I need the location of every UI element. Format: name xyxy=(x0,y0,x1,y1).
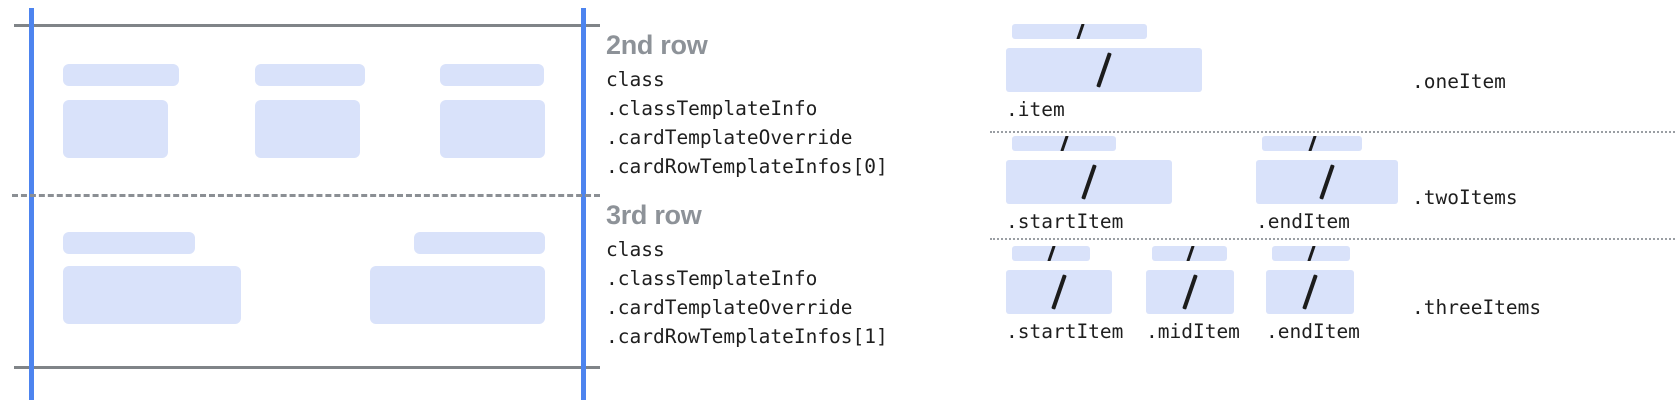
card-top-boundary-rule xyxy=(14,24,600,27)
item-label: .startItem xyxy=(1006,320,1124,343)
row3-col1-body-placeholder xyxy=(63,266,241,324)
row3-col1-title-placeholder xyxy=(63,232,195,254)
slash-icon xyxy=(1185,246,1195,261)
item-body-placeholder xyxy=(1256,160,1398,204)
row-divider-dashed xyxy=(12,194,600,197)
item-body-placeholder xyxy=(1146,270,1234,314)
item-body-placeholder xyxy=(1006,160,1172,204)
slash-icon xyxy=(1182,274,1198,310)
item-body-placeholder xyxy=(1006,270,1112,314)
item-column: .startItem xyxy=(1006,136,1172,234)
item-column: .endItem xyxy=(1256,136,1398,234)
annotation-heading: 2nd row xyxy=(606,30,708,60)
slash-icon xyxy=(1051,274,1067,310)
variant-separator-dotted xyxy=(990,131,1676,133)
card-left-guide-line xyxy=(29,8,34,400)
slash-icon xyxy=(1047,246,1056,261)
item-title-placeholder xyxy=(1262,136,1362,151)
row2-col1-body-placeholder xyxy=(63,100,168,158)
variant-three-items: .startItem .midItem .endItem .threeItems xyxy=(988,246,1676,358)
slash-icon xyxy=(1307,246,1316,261)
slash-icon xyxy=(1096,52,1112,88)
item-body-placeholder xyxy=(1006,48,1202,92)
annotation-code-line: .classTemplateInfo xyxy=(606,97,818,120)
row2-col2-body-placeholder xyxy=(255,100,360,158)
annotation-code-line: .cardRowTemplateInfos[0] xyxy=(606,155,888,178)
slash-icon xyxy=(1308,136,1317,151)
card-rows-diagram xyxy=(0,0,600,412)
annotation-code-line: .cardRowTemplateInfos[1] xyxy=(606,325,888,348)
item-column: .midItem xyxy=(1146,246,1240,344)
item-column: .item xyxy=(1006,24,1202,122)
row2-col3-body-placeholder xyxy=(440,100,545,158)
item-column: .endItem xyxy=(1266,246,1360,344)
item-label: .item xyxy=(1006,98,1065,121)
annotation-group-2nd-row: 2nd row class .classTemplateInfo .cardTe… xyxy=(606,28,888,181)
row2-col2-title-placeholder xyxy=(255,64,365,86)
row2-col1-title-placeholder xyxy=(63,64,179,86)
item-label: .startItem xyxy=(1006,210,1124,233)
variant-label: .threeItems xyxy=(1412,296,1542,319)
annotation-group-3rd-row: 3rd row class .classTemplateInfo .cardTe… xyxy=(606,198,888,351)
item-title-placeholder xyxy=(1012,136,1116,151)
annotation-code-line: class xyxy=(606,238,665,261)
annotation-code-line: .cardTemplateOverride xyxy=(606,296,853,319)
card-right-guide-line xyxy=(581,8,586,400)
card-bottom-boundary-rule xyxy=(14,366,600,369)
variant-label: .oneItem xyxy=(1412,70,1506,93)
annotation-code-line: .classTemplateInfo xyxy=(606,267,818,290)
item-title-placeholder xyxy=(1012,246,1090,261)
slash-icon xyxy=(1302,274,1318,310)
slash-icon xyxy=(1319,164,1335,200)
variant-label: .twoItems xyxy=(1412,186,1518,209)
annotation-code-line: .cardTemplateOverride xyxy=(606,126,853,149)
slash-icon xyxy=(1075,24,1085,39)
item-title-placeholder xyxy=(1012,24,1147,39)
variant-one-item: .item .oneItem xyxy=(988,24,1676,124)
variant-separator-dotted xyxy=(990,238,1676,240)
slash-icon xyxy=(1060,136,1069,151)
item-column: .startItem xyxy=(1006,246,1124,344)
slash-icon xyxy=(1081,164,1097,200)
item-label: .midItem xyxy=(1146,320,1240,343)
item-layout-variants-diagram: .item .oneItem .startItem .endItem .twoI… xyxy=(988,0,1676,412)
row3-col2-title-placeholder xyxy=(414,232,545,254)
row3-col2-body-placeholder xyxy=(370,266,545,324)
item-title-placeholder xyxy=(1272,246,1350,261)
item-label: .endItem xyxy=(1256,210,1350,233)
item-label: .endItem xyxy=(1266,320,1360,343)
variant-two-items: .startItem .endItem .twoItems xyxy=(988,136,1676,244)
row-annotations: 2nd row class .classTemplateInfo .cardTe… xyxy=(602,0,992,412)
item-title-placeholder xyxy=(1152,246,1227,261)
annotation-heading: 3rd row xyxy=(606,200,702,230)
item-body-placeholder xyxy=(1266,270,1354,314)
row2-col3-title-placeholder xyxy=(440,64,544,86)
annotation-code-line: class xyxy=(606,68,665,91)
